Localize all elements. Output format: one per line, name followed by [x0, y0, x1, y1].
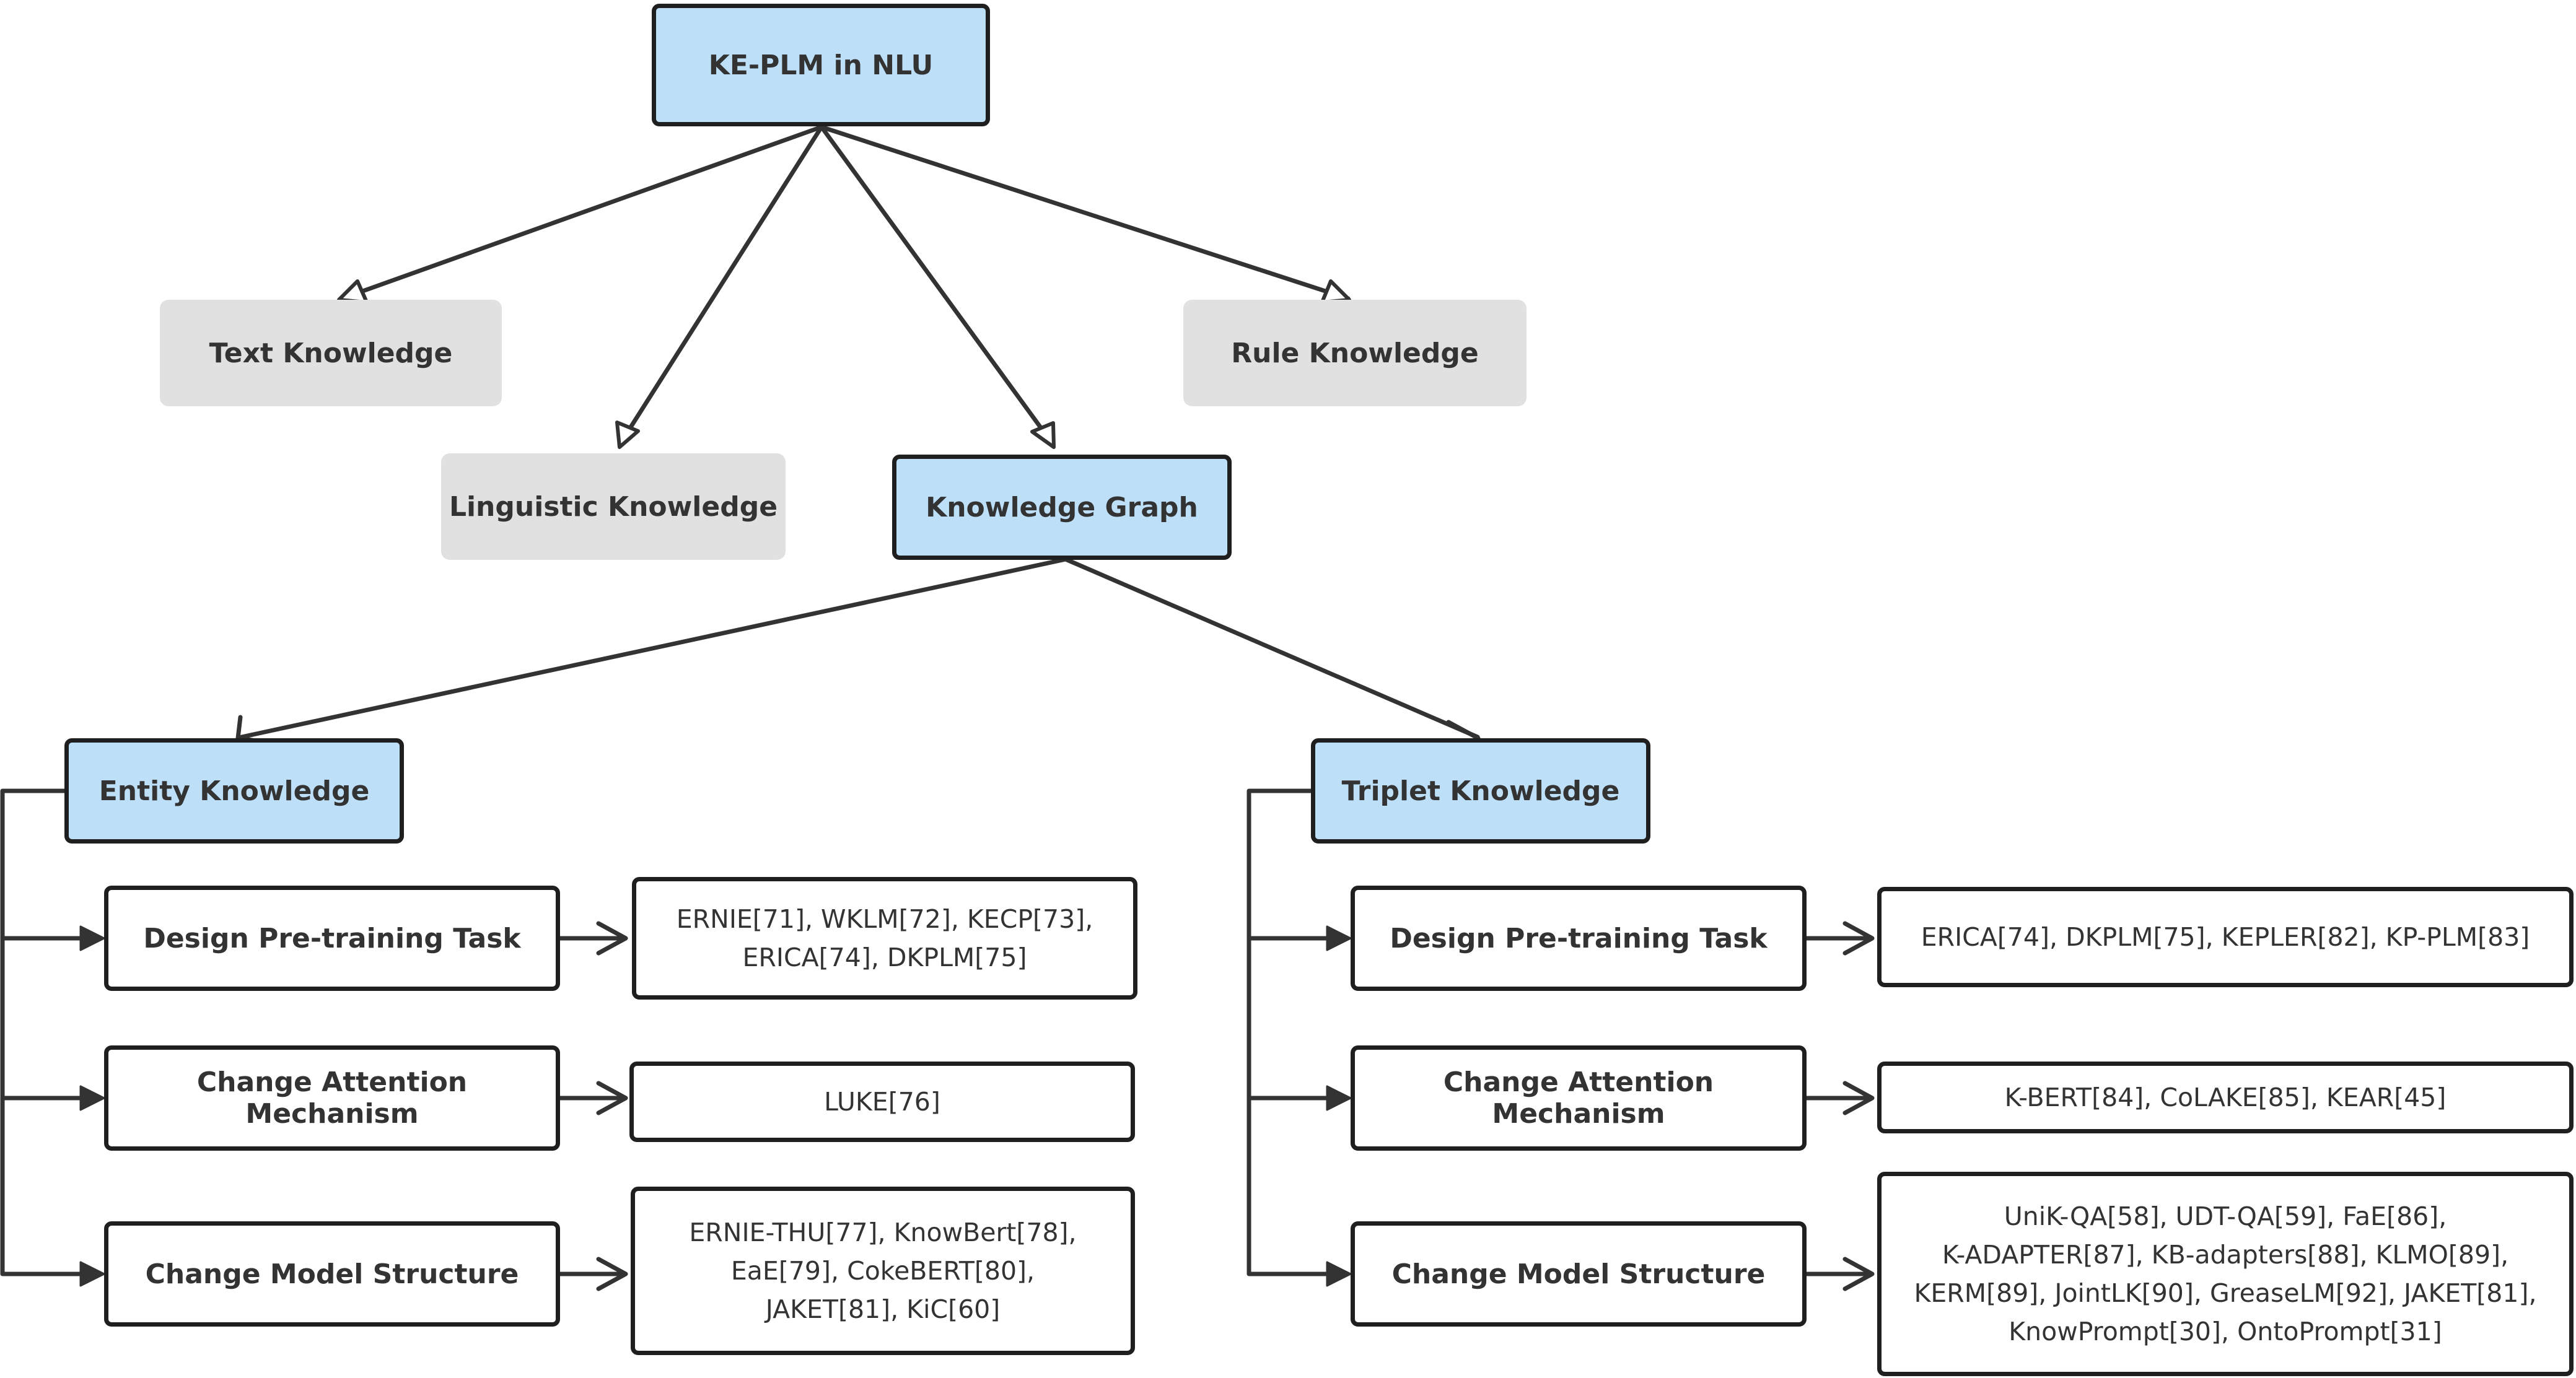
- arrowhead-entity-method-3: [79, 1261, 105, 1287]
- root-label: KE-PLM in NLU: [708, 49, 934, 81]
- edge-root-graph: [819, 124, 1056, 447]
- method-label: Design Pre-training Task: [143, 922, 521, 954]
- knowledge-graph-node: Knowledge Graph: [892, 455, 1232, 560]
- arrowhead-entity-ref-2: [596, 1081, 628, 1115]
- knowledge-graph-label: Knowledge Graph: [926, 491, 1198, 523]
- arrowhead-graph: [1030, 421, 1056, 449]
- entity-method-pretraining: Design Pre-training Task: [104, 886, 560, 991]
- entity-spine: [0, 788, 94, 1276]
- refs-text: LUKE[76]: [824, 1087, 940, 1117]
- arrowhead-triplet-ref-3: [1842, 1257, 1875, 1291]
- arrowhead-entity-ref-1: [596, 921, 628, 956]
- entity-refs-structure: ERNIE-THU[77], KnowBert[78], EaE[79], Co…: [631, 1187, 1135, 1355]
- triplet-refs-structure: UniK-QA[58], UDT-QA[59], FaE[86], K-ADAP…: [1877, 1172, 2574, 1376]
- edge-graph-triplet: [1063, 557, 1480, 739]
- triplet-spine: [1246, 788, 1341, 1276]
- arrowhead-entity-method-2: [79, 1085, 105, 1111]
- triplet-method-structure: Change Model Structure: [1351, 1221, 1807, 1327]
- method-label: Change Model Structure: [145, 1258, 519, 1290]
- rule-knowledge-node: Rule Knowledge: [1183, 300, 1527, 406]
- triplet-method-pretraining: Design Pre-training Task: [1351, 886, 1807, 991]
- triplet-refs-pretraining: ERICA[74], DKPLM[75], KEPLER[82], KP-PLM…: [1877, 887, 2574, 987]
- method-label: Design Pre-training Task: [1390, 922, 1768, 954]
- refs-text: ERNIE-THU[77], KnowBert[78], EaE[79], Co…: [689, 1218, 1077, 1324]
- text-knowledge-node: Text Knowledge: [160, 300, 502, 406]
- arrowhead-entity-ref-3: [596, 1257, 628, 1291]
- edge-root-text: [340, 124, 824, 301]
- edge-graph-entity: [239, 557, 1068, 739]
- entity-method-attention: Change Attention Mechanism: [104, 1045, 560, 1151]
- method-label: Change Attention Mechanism: [1443, 1066, 1714, 1130]
- arrowhead-triplet-method-1: [1326, 925, 1352, 951]
- linguistic-knowledge-node: Linguistic Knowledge: [441, 453, 786, 560]
- arrowhead-entity-method-1: [79, 925, 105, 951]
- rule-knowledge-label: Rule Knowledge: [1231, 337, 1479, 369]
- refs-text: ERNIE[71], WKLM[72], KECP[73], ERICA[74]…: [676, 904, 1093, 972]
- method-label: Change Model Structure: [1391, 1258, 1766, 1290]
- entity-knowledge-label: Entity Knowledge: [99, 775, 370, 807]
- refs-text: UniK-QA[58], UDT-QA[59], FaE[86], K-ADAP…: [1914, 1201, 2537, 1346]
- triplet-knowledge-label: Triplet Knowledge: [1341, 775, 1620, 807]
- triplet-refs-attention: K-BERT[84], CoLAKE[85], KEAR[45]: [1877, 1062, 2574, 1133]
- refs-text: ERICA[74], DKPLM[75], KEPLER[82], KP-PLM…: [1921, 922, 2530, 952]
- triplet-knowledge-node: Triplet Knowledge: [1311, 738, 1650, 844]
- arrowhead-text: [337, 279, 369, 304]
- edge-root-linguistic: [617, 124, 824, 447]
- entity-method-structure: Change Model Structure: [104, 1221, 560, 1327]
- triplet-method-attention: Change Attention Mechanism: [1351, 1045, 1807, 1151]
- arrowhead-triplet-method-2: [1326, 1085, 1352, 1111]
- arrowhead-triplet-ref-2: [1842, 1081, 1875, 1115]
- text-knowledge-label: Text Knowledge: [209, 337, 453, 369]
- entity-knowledge-node: Entity Knowledge: [64, 738, 404, 844]
- method-label: Change Attention Mechanism: [196, 1066, 468, 1130]
- edge-root-rule: [819, 124, 1351, 301]
- refs-text: K-BERT[84], CoLAKE[85], KEAR[45]: [2004, 1083, 2447, 1112]
- arrowhead-linguistic: [615, 421, 640, 449]
- entity-refs-pretraining: ERNIE[71], WKLM[72], KECP[73], ERICA[74]…: [632, 877, 1137, 1000]
- root-node: KE-PLM in NLU: [652, 4, 990, 126]
- entity-refs-attention: LUKE[76]: [629, 1062, 1135, 1142]
- linguistic-knowledge-label: Linguistic Knowledge: [449, 491, 778, 523]
- arrowhead-triplet-method-3: [1326, 1261, 1352, 1287]
- arrowhead-triplet-ref-1: [1842, 921, 1875, 956]
- arrowhead-rule: [1320, 279, 1351, 304]
